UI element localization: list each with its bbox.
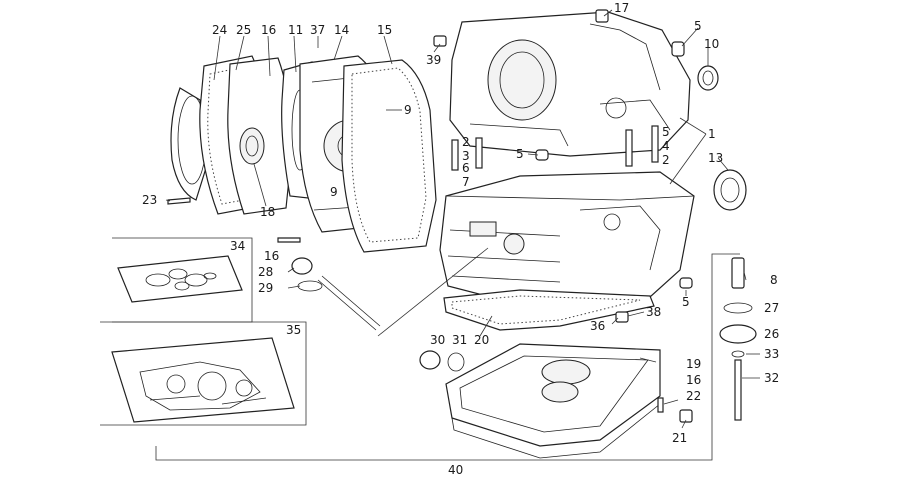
- dipstick-29: [317, 275, 381, 331]
- callout-29: 29: [258, 281, 273, 295]
- callout-5: 5: [516, 147, 524, 161]
- callout-22: 22: [686, 389, 701, 403]
- gasket-15: [341, 59, 437, 253]
- callout-2: 2: [462, 135, 470, 149]
- callout-39: 39: [426, 53, 441, 67]
- callout-27: 27: [764, 301, 779, 315]
- callout-11: 11: [288, 23, 303, 37]
- callout-5: 5: [662, 125, 670, 139]
- callout-34: 34: [230, 239, 245, 253]
- callout-20: 20: [474, 333, 489, 347]
- callout-21: 21: [672, 431, 687, 445]
- callout-31: 31: [452, 333, 467, 347]
- callout-6: 6: [462, 161, 470, 175]
- callout-8: 8: [770, 273, 778, 287]
- callout-17: 17: [614, 1, 629, 15]
- callout-1: 1: [708, 127, 716, 141]
- filter-parts: [719, 257, 757, 421]
- callout-13: 13: [708, 151, 723, 165]
- oil-seal-13: [713, 169, 747, 211]
- callout-25: 25: [236, 23, 251, 37]
- lower-crankcase: [439, 171, 695, 307]
- callout-labels: 24 25 16 11 37 14 15 39 17 5 10 9 1 5 4 …: [142, 1, 779, 477]
- oil-pan-gasket-20: [443, 289, 655, 331]
- gasket-kit-35: [111, 337, 295, 423]
- oil-sump-19: [445, 343, 661, 459]
- callout-5: 5: [694, 19, 702, 33]
- callout-23: 23: [142, 193, 157, 207]
- callout-16: 16: [264, 249, 279, 263]
- callout-36: 36: [590, 319, 605, 333]
- dowels-center: [451, 125, 693, 289]
- callout-7: 7: [462, 175, 470, 189]
- callout-40: 40: [448, 463, 463, 477]
- callout-26: 26: [764, 327, 779, 341]
- seal-ring-10: [697, 65, 719, 91]
- callout-4: 4: [662, 139, 670, 153]
- gasket-kit-34: [117, 255, 243, 303]
- bushing-5-top: [671, 41, 685, 57]
- plugs-and-bolts: [167, 9, 693, 423]
- callout-16: 16: [686, 373, 701, 387]
- callout-16: 16: [261, 23, 276, 37]
- callout-37: 37: [310, 23, 325, 37]
- gasket-kit-frames: [100, 237, 307, 426]
- callout-5: 5: [682, 295, 690, 309]
- callout-32: 32: [764, 371, 779, 385]
- callout-18: 18: [260, 205, 275, 219]
- leader-lines: [155, 9, 760, 461]
- callout-33: 33: [764, 347, 779, 361]
- callout-14: 14: [334, 23, 349, 37]
- callout-15: 15: [377, 23, 392, 37]
- callout-30: 30: [430, 333, 445, 347]
- callout-35: 35: [286, 323, 301, 337]
- callout-28: 28: [258, 265, 273, 279]
- upper-crankcase: [449, 11, 691, 157]
- callout-9: 9: [330, 185, 338, 199]
- callout-3: 3: [462, 149, 470, 163]
- callout-24: 24: [212, 23, 227, 37]
- callout-2: 2: [662, 153, 670, 167]
- rear-cover: [170, 87, 207, 201]
- callout-9: 9: [404, 103, 412, 117]
- callout-38: 38: [646, 305, 661, 319]
- callout-19: 19: [686, 357, 701, 371]
- callout-10: 10: [704, 37, 719, 51]
